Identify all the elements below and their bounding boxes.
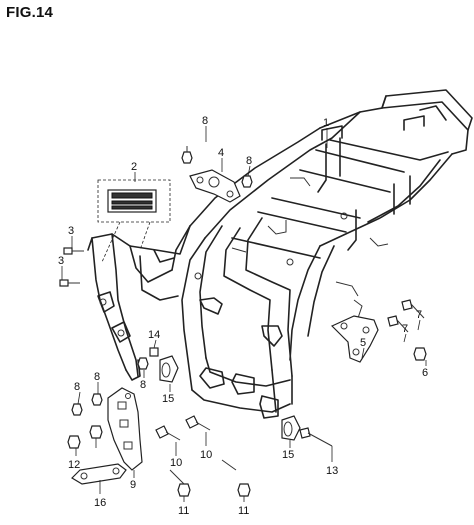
bolt-11-a (169, 469, 191, 497)
callout-16: 16 (94, 497, 106, 509)
bolt-11-b (221, 459, 251, 497)
label-plate (97, 179, 171, 263)
fasteners (59, 146, 427, 497)
callout-8-left2: 8 (94, 371, 100, 383)
bolt-3-upper (63, 247, 84, 255)
collar-14 (149, 347, 159, 357)
nut-8-left (71, 393, 103, 416)
bushing-15-left (159, 355, 179, 383)
callout-7-a: 7 (416, 309, 422, 321)
callout-7-b: 7 (402, 323, 408, 335)
callout-4: 4 (218, 147, 224, 159)
callout-15-b: 15 (282, 449, 294, 461)
bolt-3-lower (59, 279, 80, 287)
bolt-10-b (185, 415, 211, 431)
callout-6: 6 (422, 367, 428, 379)
callout-2: 2 (131, 161, 137, 173)
main-frame (87, 89, 473, 419)
callout-11-b: 11 (238, 505, 249, 517)
bolt-13 (299, 427, 333, 447)
callout-9: 9 (130, 479, 136, 491)
bolt-7-a (401, 299, 425, 319)
callout-13: 13 (326, 465, 338, 477)
callout-14: 14 (148, 329, 160, 341)
figure-title: FIG.14 (6, 4, 54, 21)
small-bracket (71, 463, 127, 485)
callout-11-a: 11 (178, 505, 189, 517)
upper-bracket (189, 169, 241, 203)
callout-8-left: 8 (74, 381, 80, 393)
nut-8-right (241, 175, 253, 188)
nut-12 (67, 425, 103, 449)
callout-1: 1 (323, 117, 329, 129)
callout-10-b: 10 (200, 449, 212, 461)
callout-8-mid: 8 (140, 379, 146, 391)
callout-3-upper: 3 (68, 225, 74, 237)
nut-6 (413, 347, 427, 361)
callout-15-a: 15 (162, 393, 174, 405)
side-bracket (330, 315, 379, 363)
bolt-7-b (387, 315, 409, 333)
callout-12: 12 (68, 459, 80, 471)
callout-8-top: 8 (202, 115, 208, 127)
callout-numbers: 1 2 3 3 4 5 6 7 7 8 8 8 8 8 9 10 10 11 1… (58, 115, 428, 517)
leader-lines (61, 126, 427, 502)
callout-10-a: 10 (170, 457, 182, 469)
bolt-10-a (155, 425, 181, 441)
lower-left-bracket (107, 387, 143, 471)
callout-3-lower: 3 (58, 255, 64, 267)
callout-8-right: 8 (246, 155, 252, 167)
bushing-15-right (281, 415, 301, 441)
nut-8-top (181, 146, 193, 164)
nut-8-mid (137, 357, 149, 370)
callout-5: 5 (360, 337, 366, 349)
